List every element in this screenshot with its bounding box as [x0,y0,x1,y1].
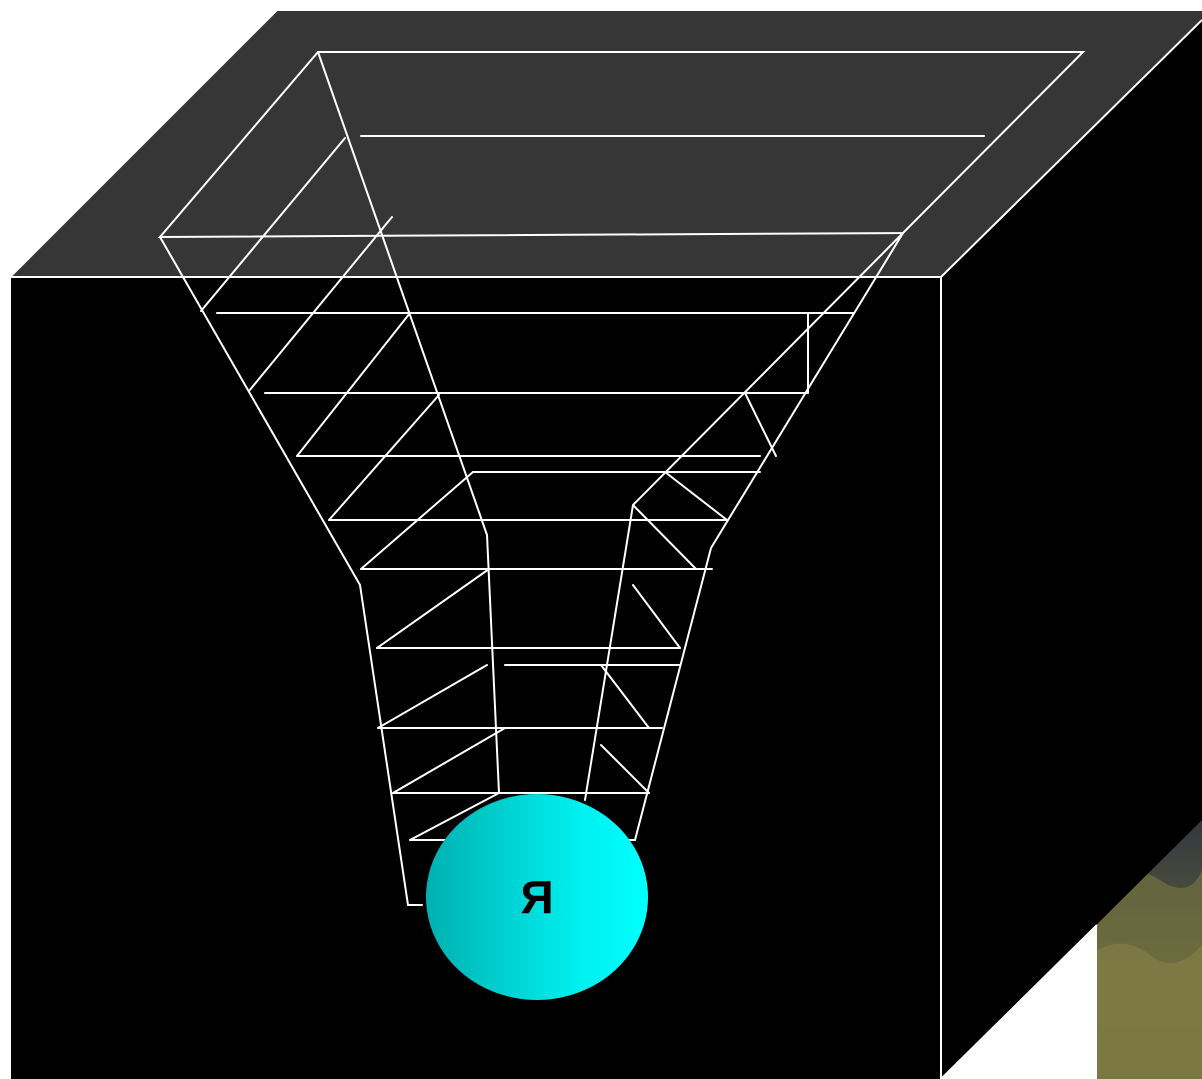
sphere-label: R [520,871,553,923]
sphere: R [426,794,648,1000]
